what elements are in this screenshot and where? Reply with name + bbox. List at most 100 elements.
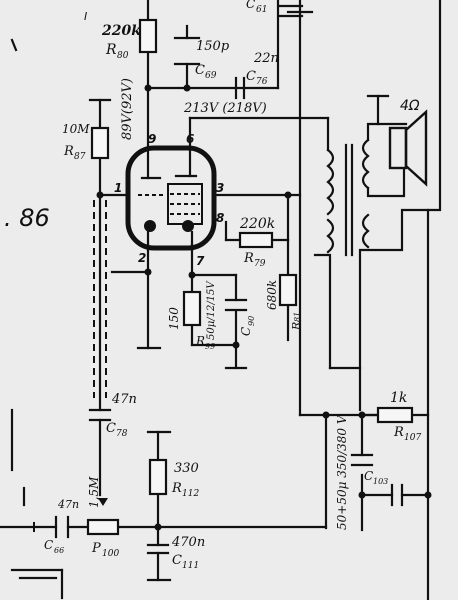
- r87-value: 10M: [62, 122, 90, 136]
- p100-name: P: [91, 541, 101, 556]
- junction-dot: [144, 84, 152, 92]
- junction-dot: [96, 191, 104, 199]
- transformer-primary: [326, 218, 335, 254]
- resistor-r81: [278, 273, 298, 307]
- c76-name: C: [246, 69, 256, 84]
- c103-sub: 103: [373, 477, 388, 486]
- r112-value: 330: [174, 461, 199, 476]
- r80-name: R: [105, 42, 117, 58]
- c103-name: C: [364, 469, 373, 483]
- c66-sub: 66: [54, 546, 64, 555]
- tube-envelope: [125, 145, 217, 251]
- pin-9: 9: [148, 132, 156, 146]
- pin-7: 7: [196, 254, 205, 268]
- speaker-icon: [404, 109, 428, 187]
- cathode-dot: [182, 220, 194, 232]
- pin-1: 1: [114, 181, 122, 195]
- r107-value: 1k: [390, 390, 407, 406]
- junction-dot: [183, 84, 191, 92]
- r81-value: 680k: [265, 280, 279, 310]
- c111-sub: 111: [182, 561, 199, 571]
- resistor-r112: [148, 458, 168, 496]
- c76-sub: 76: [256, 77, 268, 87]
- r107-name: R: [393, 425, 404, 440]
- r86-value: 150: [167, 307, 181, 330]
- wire: [358, 0, 442, 412]
- capacitors: [33, 4, 404, 555]
- junction-dot: [232, 341, 240, 349]
- c90-value: 50μ/12/15V: [206, 280, 217, 340]
- r107-sub: 107: [404, 433, 421, 443]
- c78-sub: 78: [116, 429, 128, 439]
- c90-name: C: [239, 327, 253, 336]
- junction-dot: [322, 411, 330, 419]
- c78-value: 47n: [111, 392, 137, 407]
- pin-2: 2: [138, 251, 146, 265]
- resistor-r80: [138, 18, 158, 54]
- junction-dot: [188, 271, 196, 279]
- resistor-r87: [90, 126, 110, 160]
- pin-6: 6: [186, 132, 194, 146]
- c111-name: C: [172, 553, 182, 568]
- pin-8: 8: [216, 211, 224, 225]
- wire: [313, 253, 332, 370]
- labels: I 220k R 80 150p C 69 22n C 76 C 61 213V…: [4, 0, 421, 571]
- r81-name: R: [290, 322, 303, 331]
- r79-sub: 79: [254, 259, 266, 269]
- cathode-dot: [144, 220, 156, 232]
- c66-value: 47n: [57, 498, 79, 511]
- junction-dot: [284, 191, 292, 199]
- resistor-r99: [182, 290, 202, 327]
- c69-sub: 69: [205, 71, 217, 81]
- vacuum-tube: [125, 145, 217, 252]
- resistor-r79: [238, 231, 274, 249]
- r112-name: R: [171, 481, 182, 496]
- r112-sub: 112: [182, 489, 199, 499]
- wire: [10, 38, 18, 52]
- wiper-arrow-icon: [98, 498, 108, 506]
- c76-value: 22n: [253, 51, 279, 66]
- r79-name: R: [243, 251, 254, 266]
- r80-sub: 80: [117, 51, 129, 61]
- section-number: . 86: [4, 204, 50, 232]
- wiring: [0, 0, 442, 600]
- grid-voltage: 89V(92V): [120, 78, 135, 140]
- wire: [366, 168, 406, 198]
- c78-name: C: [106, 421, 116, 436]
- transformer-secondary: [361, 138, 370, 190]
- junction-dot: [144, 268, 152, 276]
- speaker-magnet: [388, 126, 408, 170]
- resistors: [86, 18, 414, 536]
- p100-sub: 100: [102, 549, 119, 559]
- r80-value: 220k: [101, 23, 141, 39]
- junction-dot: [358, 491, 366, 499]
- c111-value: 470n: [171, 535, 205, 550]
- roman-numeral: I: [84, 10, 87, 23]
- c66-name: C: [44, 538, 53, 552]
- output-transformer: [326, 94, 408, 257]
- c69-name: C: [195, 63, 205, 78]
- r87-name: R: [63, 144, 74, 159]
- potentiometer-p100: [86, 518, 120, 536]
- c61-sub: 61: [256, 5, 267, 15]
- transformer-primary: [326, 148, 335, 216]
- junction-dot: [424, 491, 432, 499]
- c61-name: C: [246, 0, 255, 11]
- speaker-impedance: 4Ω: [400, 98, 420, 114]
- r99-sub: 99: [205, 342, 215, 351]
- r81-sub: 81: [293, 312, 302, 322]
- p100-value: 1,5M: [87, 476, 101, 508]
- r87-sub: 87: [74, 152, 86, 162]
- anode-voltage: 213V (218V): [183, 101, 267, 116]
- resistor-r107: [376, 406, 414, 424]
- c69-value: 150p: [196, 39, 230, 54]
- wire: [366, 122, 408, 142]
- junctions: [96, 84, 432, 531]
- psu-capacitors: 50+50μ 350/380 V: [335, 414, 349, 530]
- r79-value: 220k: [239, 216, 275, 232]
- transformer-secondary: [361, 213, 370, 249]
- pin-3: 3: [216, 181, 224, 195]
- loudspeaker: [388, 109, 428, 187]
